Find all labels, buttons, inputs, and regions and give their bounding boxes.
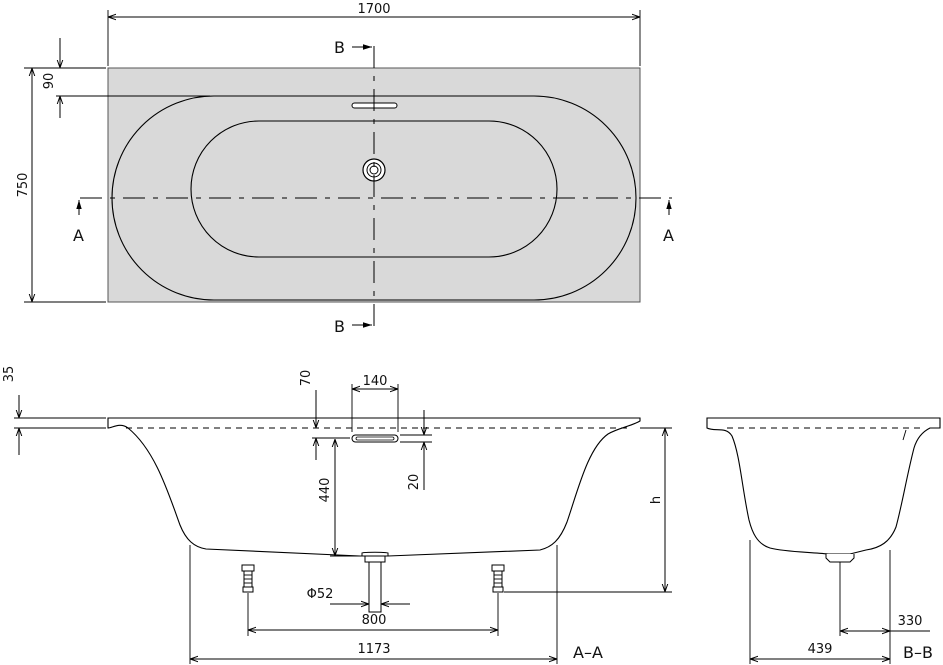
dim-bottom-width: 439 — [808, 642, 833, 657]
section-a-right: A — [663, 226, 674, 245]
section-aa-title: A–A — [573, 643, 603, 662]
foot-right — [491, 564, 505, 593]
dim-feet-spacing: 800 — [362, 613, 387, 628]
section-bb-view: 330 439 B–B — [706, 417, 941, 664]
dim-h: h — [649, 496, 664, 504]
section-b-top: B — [334, 38, 345, 57]
section-bb-title: B–B — [903, 643, 933, 662]
tub-profile-bb — [706, 417, 941, 555]
drain-outlet — [361, 551, 389, 613]
dim-bottom-length: 1173 — [357, 642, 390, 657]
overflow-section — [351, 434, 399, 443]
dim-drain: Φ52 — [307, 587, 334, 602]
foot-left — [241, 564, 255, 593]
dim-width: 750 — [16, 173, 31, 198]
dim-rim-thickness: 35 — [2, 366, 17, 383]
section-b-bottom: B — [334, 317, 345, 336]
dim-length: 1700 — [357, 2, 390, 17]
section-aa-view: 35 70 140 20 440 h Φ52 800 — [2, 366, 672, 664]
plan-view: 1700 750 90 B B A A — [16, 2, 674, 336]
dim-overflow-drop: 20 — [407, 474, 422, 491]
dim-overflow-width: 140 — [363, 374, 388, 389]
dim-right-offset: 330 — [898, 614, 923, 629]
dim-overflow-height: 70 — [299, 370, 314, 387]
dim-depth: 440 — [318, 478, 333, 503]
dim-rim: 90 — [42, 73, 57, 90]
section-a-left: A — [73, 226, 84, 245]
